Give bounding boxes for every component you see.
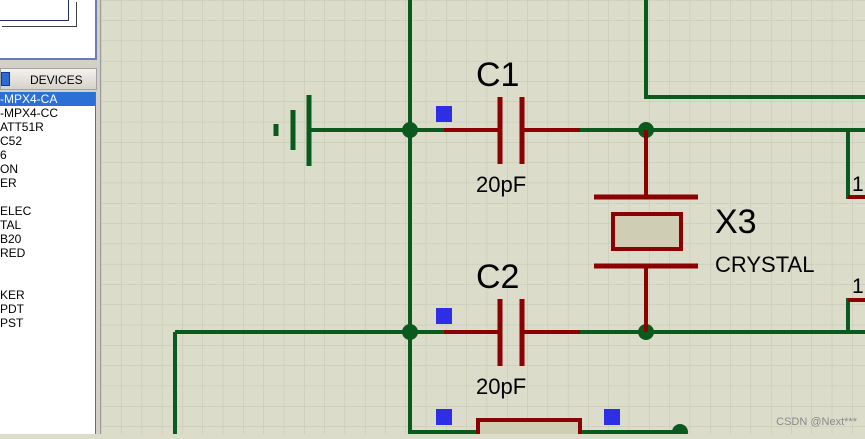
wire-top-right	[644, 0, 865, 99]
device-list-item[interactable]: B20	[0, 232, 22, 246]
overview-frame	[0, 0, 69, 21]
device-list-item[interactable]: ATT51R	[0, 120, 44, 134]
junction-dot	[402, 324, 418, 340]
schematic-canvas[interactable]: C1 20pF C2 20pF X3	[101, 0, 865, 439]
device-list-item[interactable]: -MPX4-CA	[0, 92, 95, 106]
device-list-item[interactable]: RED	[0, 246, 26, 260]
device-list-item[interactable]: -MPX4-CC	[0, 106, 59, 120]
capacitor-c1[interactable]: C1 20pF	[436, 56, 580, 197]
c2-ref-label: C2	[476, 258, 519, 296]
device-list-item[interactable]: C52	[0, 134, 23, 148]
devices-title: DEVICES	[30, 73, 83, 87]
device-list-item[interactable]: TAL	[0, 218, 22, 232]
overview-window[interactable]	[0, 0, 97, 60]
device-list-item[interactable]: PDT	[0, 302, 24, 316]
c2-value-label: 20pF	[476, 374, 526, 399]
c1-value-label: 20pF	[476, 172, 526, 197]
devices-header: DEVICES	[0, 68, 97, 90]
pin-number-bottom: 1	[852, 275, 864, 298]
overview-viewport[interactable]	[2, 2, 77, 27]
selection-marker[interactable]	[436, 308, 452, 324]
selection-marker[interactable]	[604, 409, 620, 425]
grid-background	[101, 0, 865, 434]
x3-value-label: CRYSTAL	[715, 252, 814, 277]
capacitor-c2[interactable]: C2 20pF	[436, 258, 580, 399]
crystal-x3[interactable]: X3 CRYSTAL	[594, 130, 814, 332]
c1-ref-label: C1	[476, 56, 519, 94]
device-list-item[interactable]: ELEC	[0, 204, 32, 218]
junction-dot	[402, 122, 418, 138]
device-list-item[interactable]: 6	[0, 148, 7, 162]
pick-devices-button[interactable]	[1, 72, 10, 86]
crystal-body	[611, 212, 683, 251]
pin-number-top: 1	[852, 173, 864, 196]
device-list-item[interactable]: ER	[0, 176, 17, 190]
right-pins: 1 1	[848, 173, 865, 302]
ground-symbol[interactable]	[273, 95, 312, 166]
selection-marker[interactable]	[436, 409, 452, 425]
device-list-item[interactable]: KER	[0, 288, 25, 302]
device-list-item[interactable]: PST	[0, 316, 24, 330]
selection-marker[interactable]	[436, 106, 452, 122]
x3-ref-label: X3	[715, 203, 757, 241]
watermark: CSDN @Next***	[776, 416, 857, 428]
device-list-item[interactable]: ON	[0, 162, 18, 176]
